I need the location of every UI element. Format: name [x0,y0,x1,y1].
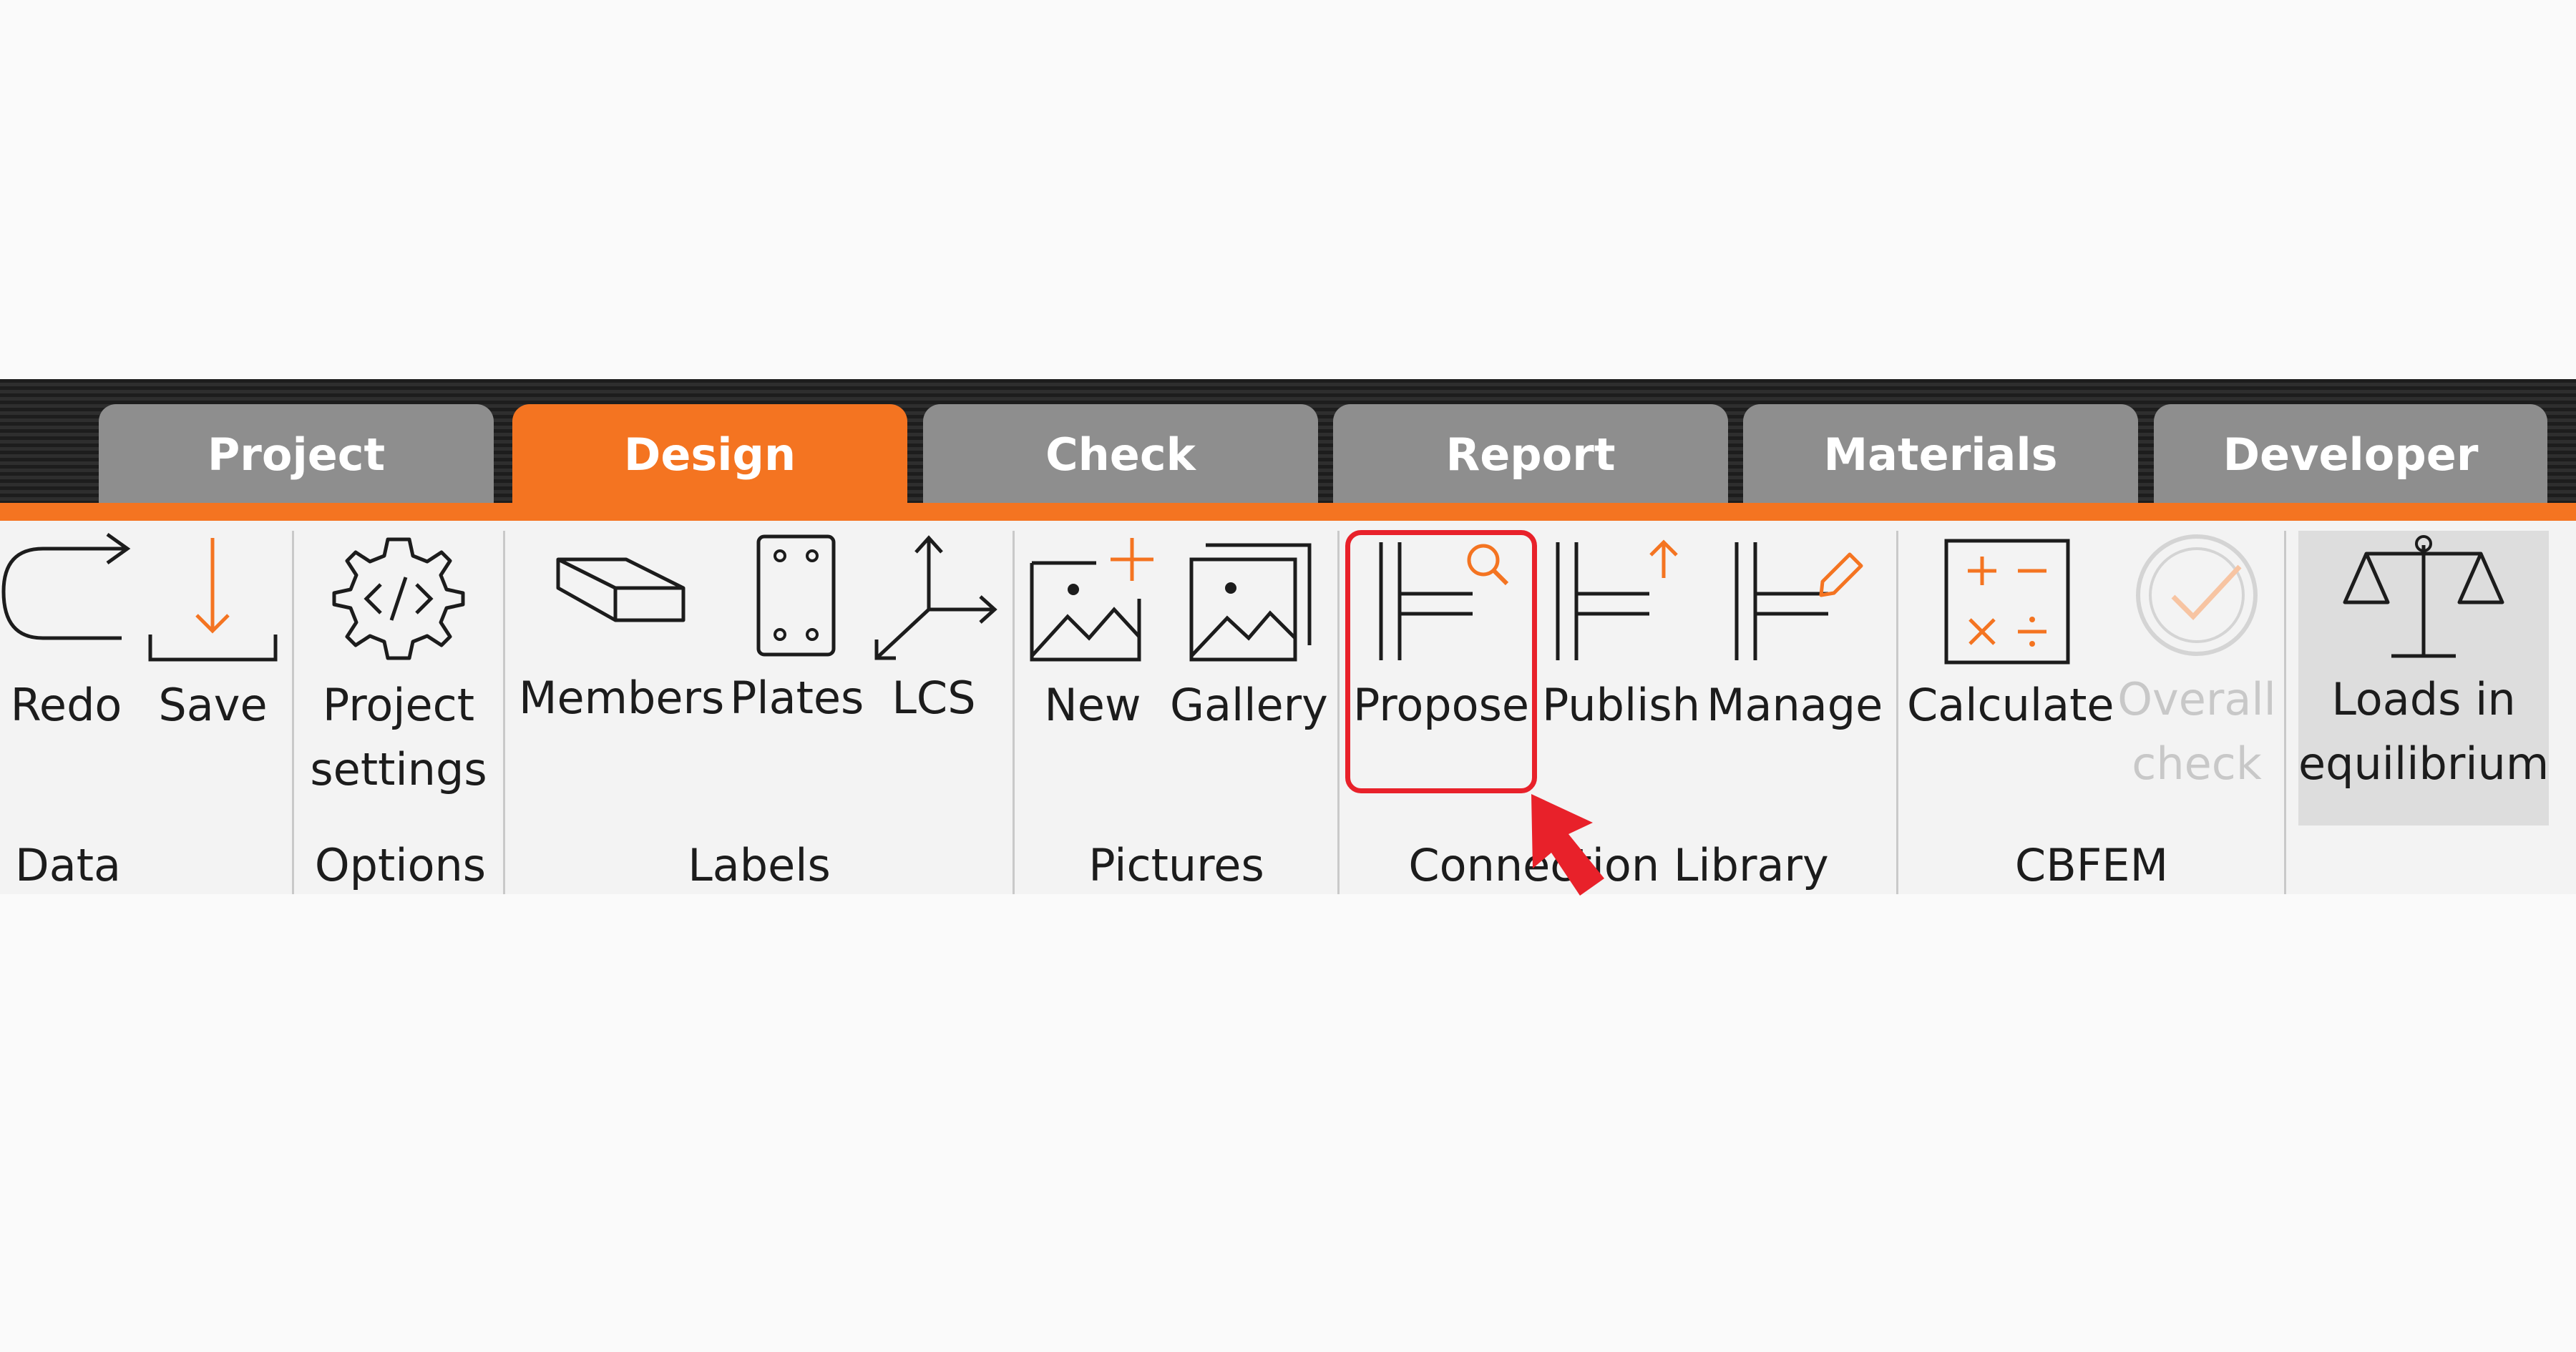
overall-check-button[interactable]: Overall check [2114,531,2279,803]
gear-code-icon [332,537,465,660]
overall-check-label-line2: check [2132,738,2262,790]
ribbon [0,521,2576,894]
save-label: Save [158,679,268,731]
calculator-icon [1944,539,2070,665]
balance-scale-icon [2343,535,2504,658]
group-label-pictures: Pictures [1088,839,1264,891]
redo-icon [1,532,131,640]
plate-icon [756,534,836,657]
manage-button[interactable]: Manage [1707,535,1883,771]
plates-label: Plates [730,672,864,724]
pointer-arrow-icon [1531,794,1604,896]
group-separator [1013,531,1015,894]
coordinate-axes-icon [874,535,997,660]
lcs-button[interactable]: LCS [866,531,1002,767]
tab-underline [0,503,2576,521]
propose-label: Propose [1352,679,1530,731]
propose-connection-icon [1379,542,1509,660]
overall-check-label-line1: Overall [2117,673,2276,725]
propose-highlight-box [1345,530,1537,793]
publish-button[interactable]: Publish [1542,535,1700,771]
tab-design[interactable]: Design [512,404,907,504]
gallery-icon [1189,543,1312,662]
manage-label: Manage [1707,679,1883,731]
save-icon [148,538,278,662]
new-picture-label: New [1044,679,1141,731]
members-button[interactable]: Members [519,531,725,767]
project-settings-label-line2: settings [310,743,487,795]
tab-materials[interactable]: Materials [1743,404,2138,504]
group-separator [2284,531,2286,894]
plates-button[interactable]: Plates [730,531,864,767]
save-button[interactable]: Save [147,531,279,767]
tab-project[interactable]: Project [99,404,494,504]
loads-in-equilibrium-label-line2: equilibrium [2298,738,2550,790]
calculate-label: Calculate [1907,679,2114,731]
group-separator [292,531,294,894]
group-label-data: Data [14,839,122,891]
members-label: Members [519,672,725,724]
new-picture-button[interactable]: New [1025,531,1161,767]
group-label-labels: Labels [688,839,831,891]
group-label-cbfem: CBFEM [2014,839,2169,891]
publish-connection-icon [1556,539,1678,660]
group-separator [1896,531,1898,894]
tab-check[interactable]: Check [923,404,1318,504]
redo-label: Redo [10,679,122,731]
group-label-connection-library: Connection Library [1408,839,1829,891]
tab-developer[interactable]: Developer [2154,404,2547,504]
new-image-icon [1030,538,1153,662]
beam-icon [556,557,686,622]
project-settings-label-line1: Project [322,679,475,731]
tab-report[interactable]: Report [1333,404,1728,504]
redo-button[interactable]: Redo [0,531,132,767]
calculate-button[interactable]: Calculate [1907,535,2114,771]
publish-label: Publish [1542,679,1700,731]
gallery-label: Gallery [1170,679,1328,731]
group-separator [503,531,505,894]
loads-in-equilibrium-label-line1: Loads in [2331,673,2516,725]
group-separator [1337,531,1340,894]
loads-in-equilibrium-button[interactable]: Loads in equilibrium [2298,531,2549,826]
propose-button[interactable]: Propose [1351,535,1531,771]
group-label-options: Options [314,839,487,891]
manage-connection-icon [1735,542,1863,660]
overall-check-icon [2136,534,2258,656]
gallery-button[interactable]: Gallery [1170,531,1328,767]
lcs-label: LCS [892,672,976,724]
project-settings-button[interactable]: Project settings [309,531,488,803]
